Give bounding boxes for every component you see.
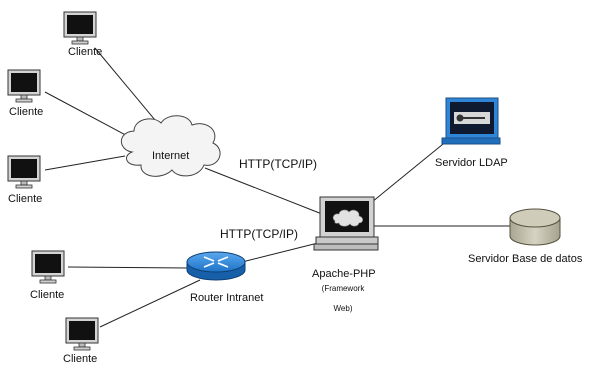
edge-server-ldap: [371, 139, 449, 203]
database-cylinder-icon: [509, 208, 561, 246]
router-icon: [186, 251, 246, 281]
router-label: Router Intranet: [190, 292, 264, 304]
internet-label: Internet: [152, 150, 190, 162]
server-sublabel-1: (Framework: [321, 284, 365, 293]
server-label: Apache-PHP: [312, 268, 376, 280]
edge-cliente3-internet: [44, 155, 126, 171]
edge-router-server: [241, 241, 323, 263]
server-sublabel-2: Web): [333, 304, 353, 313]
connection-lines: [44, 47, 512, 328]
edge-internet-server-label: HTTP(TCP/IP): [239, 157, 317, 171]
db-label: Servidor Base de datos: [468, 253, 583, 265]
edge-cliente5-router: [99, 279, 201, 328]
cliente-5-monitor-icon: [65, 317, 99, 351]
cliente-2-monitor-icon: [7, 69, 41, 103]
internet-cloud-icon: [120, 115, 221, 177]
cliente-3-label: Cliente: [8, 193, 43, 205]
edge-internet-server: [204, 167, 323, 215]
cliente-1-monitor-icon: [63, 11, 97, 45]
edge-router-server-label: HTTP(TCP/IP): [220, 227, 298, 241]
ldap-label: Servidor LDAP: [435, 157, 508, 169]
cliente-1-label: Cliente: [68, 46, 103, 58]
cliente-3-monitor-icon: [7, 155, 41, 189]
ldap-server-icon: [441, 97, 501, 145]
edge-cliente4-router: [67, 266, 189, 269]
cliente-2-label: Cliente: [9, 106, 44, 118]
cliente-5-label: Cliente: [63, 353, 98, 365]
edge-cliente2-internet: [44, 91, 136, 141]
cliente-4-label: Cliente: [30, 289, 65, 301]
server-workstation-icon: [313, 196, 379, 251]
cliente-4-monitor-icon: [31, 250, 65, 284]
